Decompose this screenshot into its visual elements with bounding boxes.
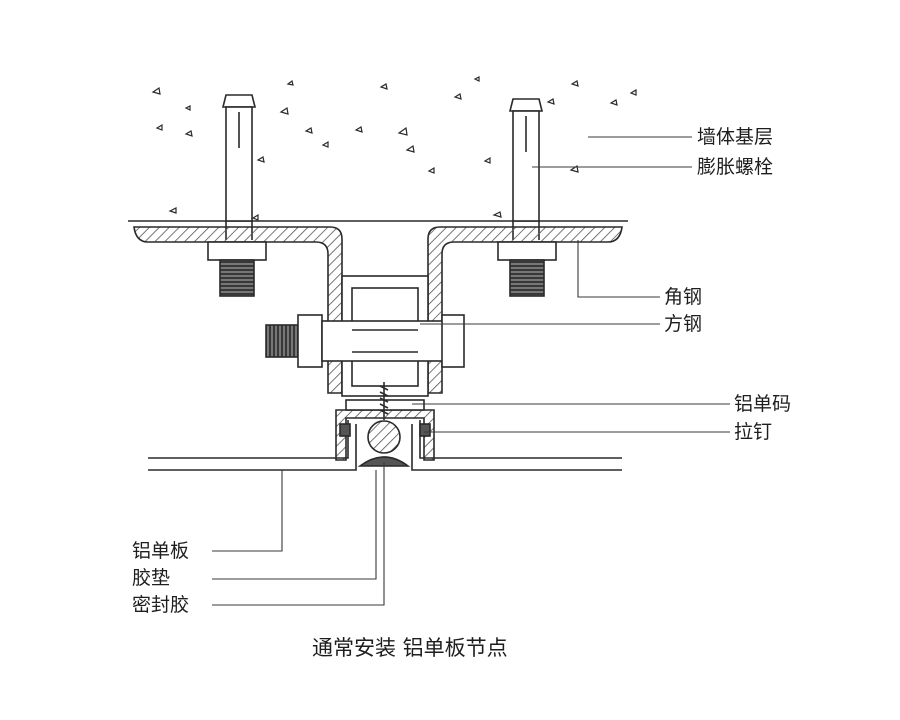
backing-rod	[367, 420, 401, 454]
label-rivet: 拉钉	[734, 421, 773, 443]
label-wall-base: 墙体基层	[697, 126, 774, 148]
rivet	[379, 382, 389, 420]
diagram-caption: 通常安装 铝单板节点	[312, 636, 508, 660]
label-aluminum-clip: 铝单码	[734, 393, 792, 415]
left-nut	[207, 241, 267, 297]
label-sealant: 密封胶	[132, 594, 190, 616]
panel-left	[148, 420, 357, 471]
label-square-steel: 方钢	[664, 313, 703, 335]
through-bolt	[265, 314, 465, 368]
right-expansion-bolt	[508, 98, 544, 240]
label-rubber-pad: 胶垫	[132, 567, 171, 589]
wall-aggregate	[151, 76, 637, 221]
right-nut	[497, 241, 557, 297]
label-aluminum-panel: 铝单板	[132, 540, 190, 562]
label-expansion-bolt: 膨胀螺栓	[697, 156, 774, 178]
label-angle-steel: 角钢	[664, 286, 703, 308]
sealant	[357, 456, 411, 467]
left-expansion-bolt	[221, 94, 257, 240]
right-rivet-head	[419, 423, 431, 437]
leader-lines	[212, 136, 730, 606]
left-rivet-head	[339, 423, 351, 437]
angle-steel-left	[133, 226, 343, 394]
panel-right	[411, 420, 622, 471]
angle-steel-right	[427, 226, 623, 394]
